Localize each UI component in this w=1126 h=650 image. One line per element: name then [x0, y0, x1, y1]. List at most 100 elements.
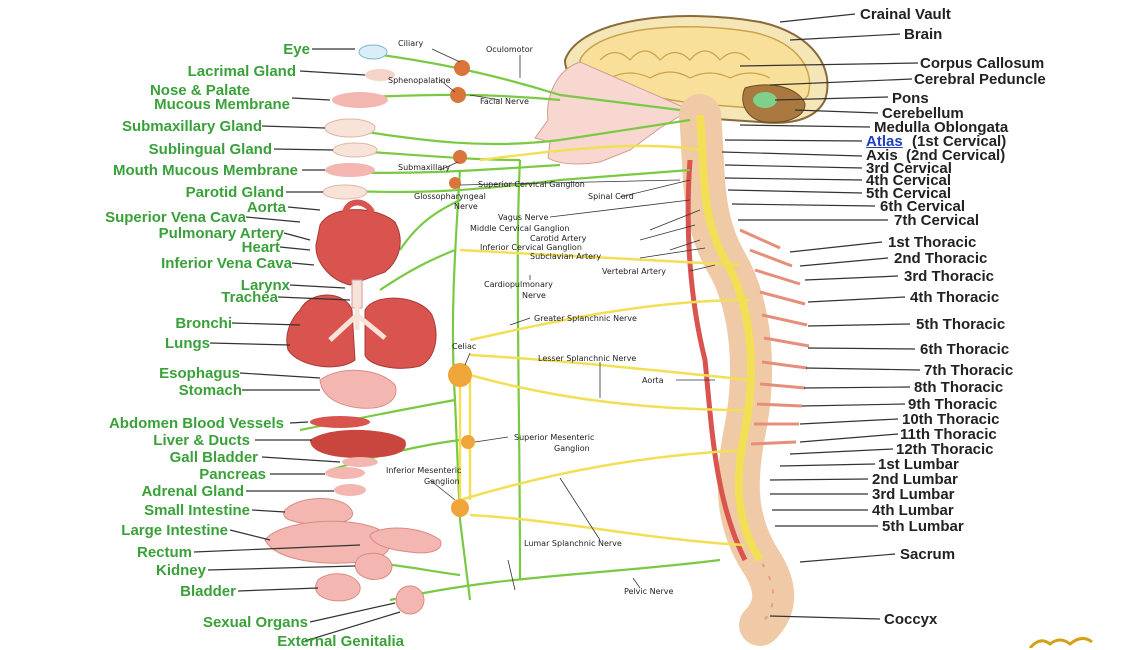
- small-intestine-organ: [284, 498, 353, 524]
- label-stomach: Stomach: [179, 383, 242, 398]
- label-submaxillary: Submaxillary: [398, 164, 450, 172]
- signature-mark: [1030, 638, 1092, 648]
- otic-ganglion: [449, 177, 461, 189]
- label-t8: 8th Thoracic: [914, 380, 1003, 395]
- ciliary-ganglion: [454, 60, 470, 76]
- bladder-organ: [316, 574, 361, 601]
- inf-mesenteric-ganglion: [451, 499, 469, 517]
- label-abdomen-blood-vessels: Abdomen Blood Vessels: [109, 416, 284, 431]
- label-oculomotor: Oculomotor: [486, 46, 533, 54]
- label-t9: 9th Thoracic: [908, 397, 997, 412]
- pons-shape: [753, 92, 777, 108]
- abdomen-vessels-organ: [310, 416, 370, 428]
- label-vertebral-artery: Vertebral Artery: [602, 268, 666, 276]
- label-subclavian-artery: Subclavian Artery: [530, 253, 601, 261]
- label-kidney: Kidney: [156, 563, 206, 578]
- label-eye: Eye: [283, 42, 310, 57]
- liver-organ: [310, 430, 406, 458]
- label-cardiopulmonary-nerve: Nerve: [522, 292, 546, 300]
- label-coccyx: Coccyx: [884, 612, 937, 627]
- label-gall-bladder: Gall Bladder: [170, 450, 258, 465]
- parotid-organ: [323, 185, 367, 199]
- sup-mesenteric-ganglion: [461, 435, 475, 449]
- label-crainal-vault: Crainal Vault: [860, 7, 951, 22]
- spinal-column: [688, 115, 773, 625]
- label-ciliary: Ciliary: [398, 40, 423, 48]
- celiac-ganglion: [448, 363, 472, 387]
- label-submaxillary-gland: Submaxillary Gland: [122, 119, 262, 134]
- label-trachea: Trachea: [221, 290, 278, 305]
- label-spinal-cord: Spinal Cord: [588, 193, 634, 201]
- label-t4: 4th Thoracic: [910, 290, 999, 305]
- label-inferior-mesenteric-ganglion: Ganglion: [424, 478, 460, 486]
- label-glossopharyngeal-nerve: Nerve: [454, 203, 478, 211]
- label-carotid-artery: Carotid Artery: [530, 235, 586, 243]
- label-celiac: Celiac: [452, 343, 476, 351]
- label-external-genitalia: External Genitalia: [277, 634, 404, 649]
- trachea-organ: [352, 280, 362, 308]
- label-superior-cervical-ganglion: Superior Cervical Ganglion: [478, 181, 585, 189]
- label-middle-cervical-ganglion: Middle Cervical Ganglion: [470, 225, 569, 233]
- label-adrenal-gland: Adrenal Gland: [141, 484, 244, 499]
- label-heart: Heart: [242, 240, 280, 255]
- label-l3: 3rd Lumbar: [872, 487, 955, 502]
- label-l5: 5th Lumbar: [882, 519, 964, 534]
- label-glossopharyngeal: Glossopharyngeal: [414, 193, 486, 201]
- eye-organ: [359, 45, 387, 59]
- sublingual-organ: [333, 143, 377, 157]
- label-superior-mesenteric: Superior Mesenteric: [514, 434, 594, 442]
- label-inferior-mesenteric: Inferior Mesenteric: [386, 467, 461, 475]
- left-lung: [287, 295, 355, 367]
- label-small-intestine: Small Intestine: [144, 503, 250, 518]
- label-lacrimal-gland: Lacrimal Gland: [188, 64, 296, 79]
- label-sublingual-gland: Sublingual Gland: [149, 142, 272, 157]
- pancreas-organ: [325, 467, 365, 479]
- stomach-organ: [320, 370, 396, 408]
- label-lumbar-splanchnic: Lumar Splanchnic Nerve: [524, 540, 622, 548]
- label-esophagus: Esophagus: [159, 366, 240, 381]
- label-liver-ducts: Liver & Ducts: [153, 433, 250, 448]
- label-aorta-small: Aorta: [642, 377, 664, 385]
- adrenal-organ: [334, 484, 366, 496]
- gall-bladder-organ: [342, 457, 378, 467]
- label-mouth-mucous-membrane: Mouth Mucous Membrane: [113, 163, 298, 178]
- label-t6: 6th Thoracic: [920, 342, 1009, 357]
- label-inferior-cervical-ganglion: Inferior Cervical Ganglion: [480, 244, 582, 252]
- sphenopalatine-ganglion: [450, 87, 466, 103]
- label-bladder: Bladder: [180, 584, 236, 599]
- sexual-organ: [396, 586, 424, 614]
- label-inferior-vena-cava: Inferior Vena Cava: [161, 256, 292, 271]
- label-bronchi: Bronchi: [175, 316, 232, 331]
- label-superior-vena-cava: Superior Vena Cava: [105, 210, 246, 225]
- label-pancreas: Pancreas: [199, 467, 266, 482]
- label-cerebral-peduncle: Cerebral Peduncle: [914, 72, 1046, 87]
- submaxillary-organ: [325, 119, 375, 137]
- label-t11: 11th Thoracic: [900, 427, 997, 442]
- label-lesser-splanchnic: Lesser Splanchnic Nerve: [538, 355, 636, 363]
- label-t5: 5th Thoracic: [916, 317, 1005, 332]
- label-parotid-gland: Parotid Gland: [186, 185, 284, 200]
- label-l1: 1st Lumbar: [878, 457, 959, 472]
- label-pelvic-nerve: Pelvic Nerve: [624, 588, 673, 596]
- label-t10: 10th Thoracic: [902, 412, 1000, 427]
- label-facial-nerve: Facial Nerve: [480, 98, 529, 106]
- label-pons: Pons: [892, 91, 929, 106]
- label-greater-splanchnic: Greater Splanchnic Nerve: [534, 315, 637, 323]
- label-t2: 2nd Thoracic: [894, 251, 987, 266]
- label-l4: 4th Lumbar: [872, 503, 954, 518]
- label-sacrum: Sacrum: [900, 547, 955, 562]
- nose-organ: [332, 92, 388, 108]
- mouth-organ: [325, 163, 375, 177]
- label-rectum: Rectum: [137, 545, 192, 560]
- label-superior-mesenteric-ganglion: Ganglion: [554, 445, 590, 453]
- label-vagus-nerve: Vagus Nerve: [498, 214, 548, 222]
- label-large-intestine: Large Intestine: [121, 523, 228, 538]
- label-t1: 1st Thoracic: [888, 235, 976, 250]
- label-sexual-organs: Sexual Organs: [203, 615, 308, 630]
- label-cardiopulmonary: Cardiopulmonary: [484, 281, 553, 289]
- label-brain: Brain: [904, 27, 942, 42]
- label-corpus-callosum: Corpus Callosum: [920, 56, 1044, 71]
- kidney-organ: [355, 553, 392, 579]
- label-aorta: Aorta: [247, 200, 286, 215]
